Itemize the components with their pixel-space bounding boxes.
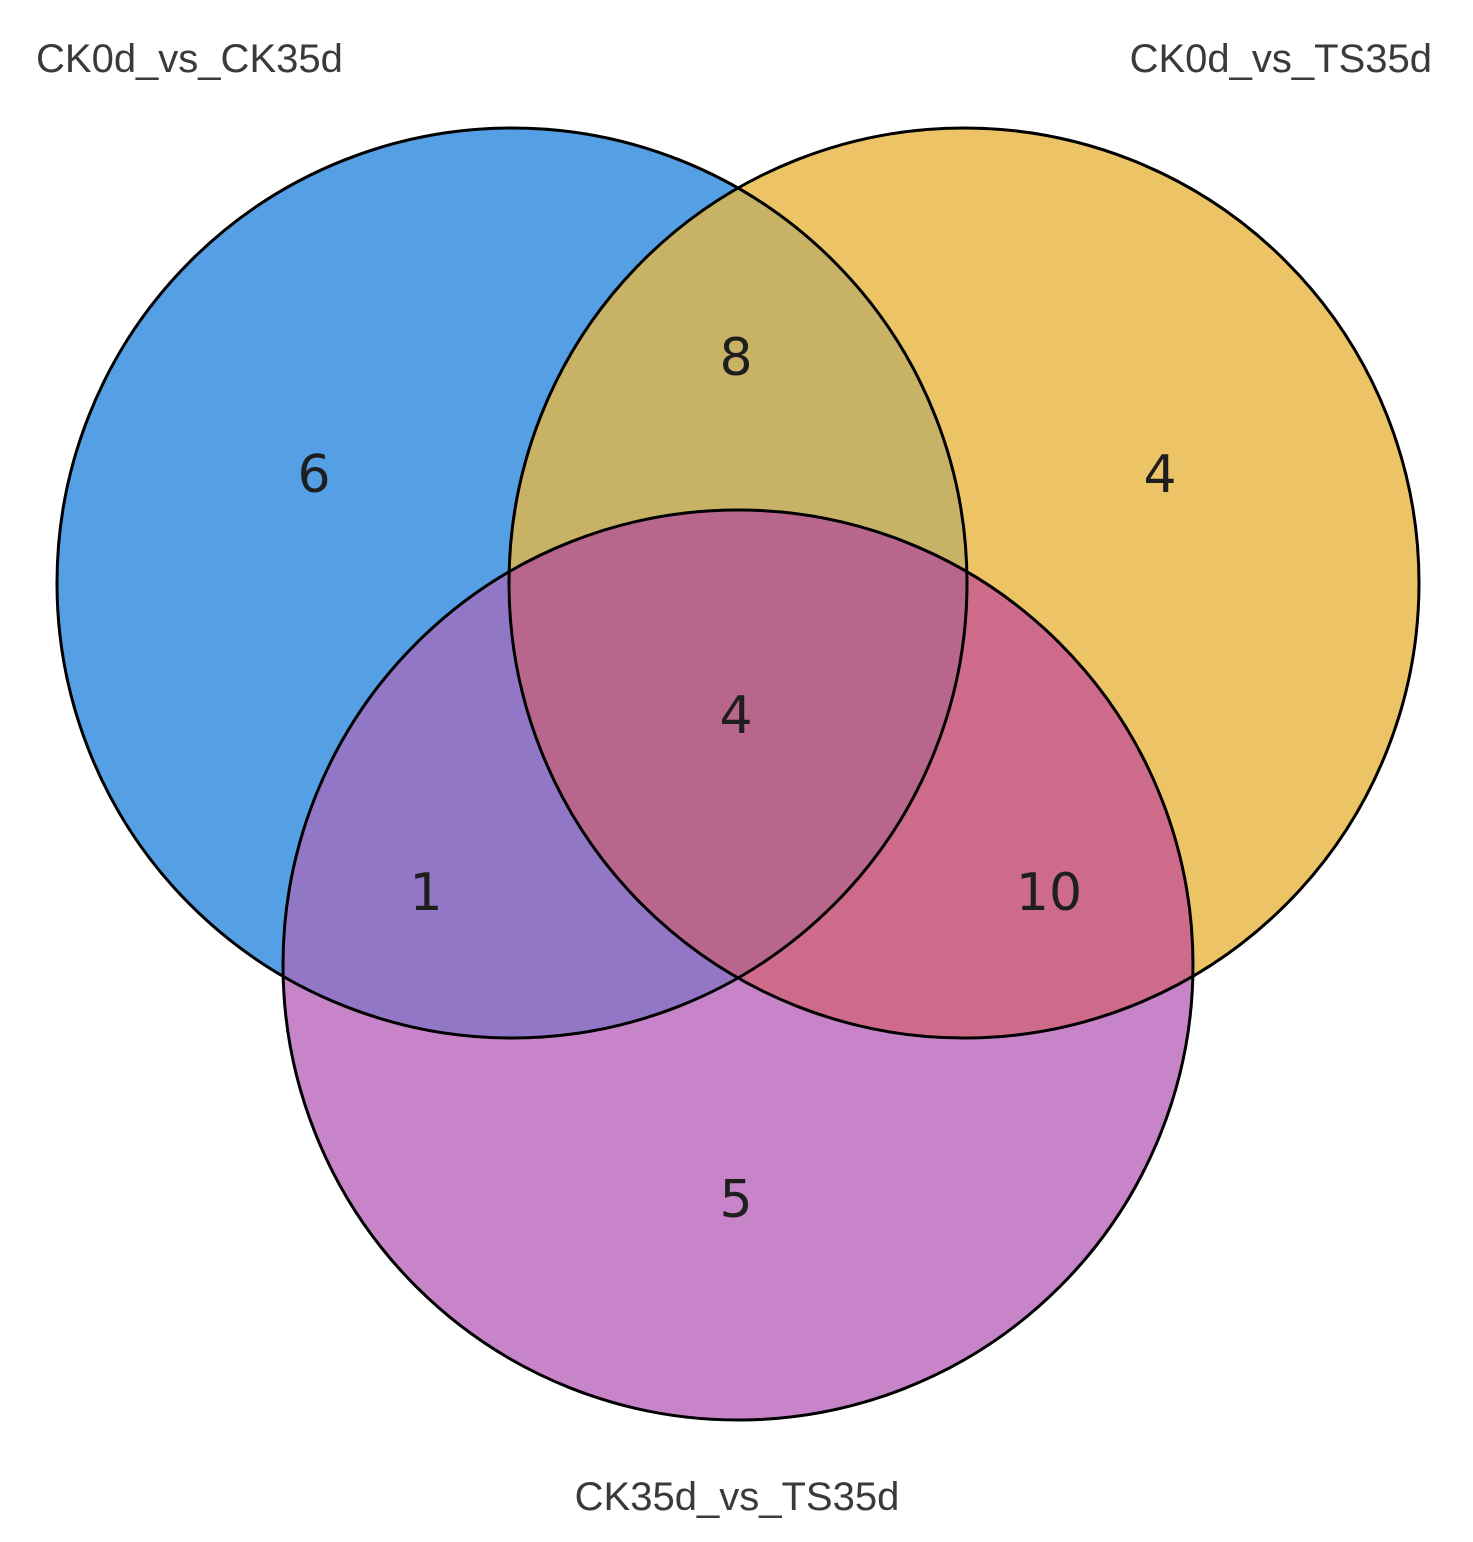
set-b-outline bbox=[507, 126, 1421, 1040]
count-a-b-c: 4 bbox=[719, 686, 752, 746]
set-a-label: CK0d_vs_CK35d bbox=[36, 37, 343, 81]
set-c-outline bbox=[281, 508, 1195, 1422]
count-a-c: 1 bbox=[409, 863, 442, 923]
count-a-only: 6 bbox=[297, 445, 330, 505]
count-b-c: 10 bbox=[1016, 863, 1082, 923]
count-b-only: 4 bbox=[1143, 445, 1176, 505]
count-c-only: 5 bbox=[719, 1170, 752, 1230]
set-b-label: CK0d_vs_TS35d bbox=[1130, 37, 1432, 81]
count-a-b: 8 bbox=[719, 328, 752, 388]
set-a-outline bbox=[55, 126, 969, 1040]
set-c-label: CK35d_vs_TS35d bbox=[575, 1475, 900, 1519]
